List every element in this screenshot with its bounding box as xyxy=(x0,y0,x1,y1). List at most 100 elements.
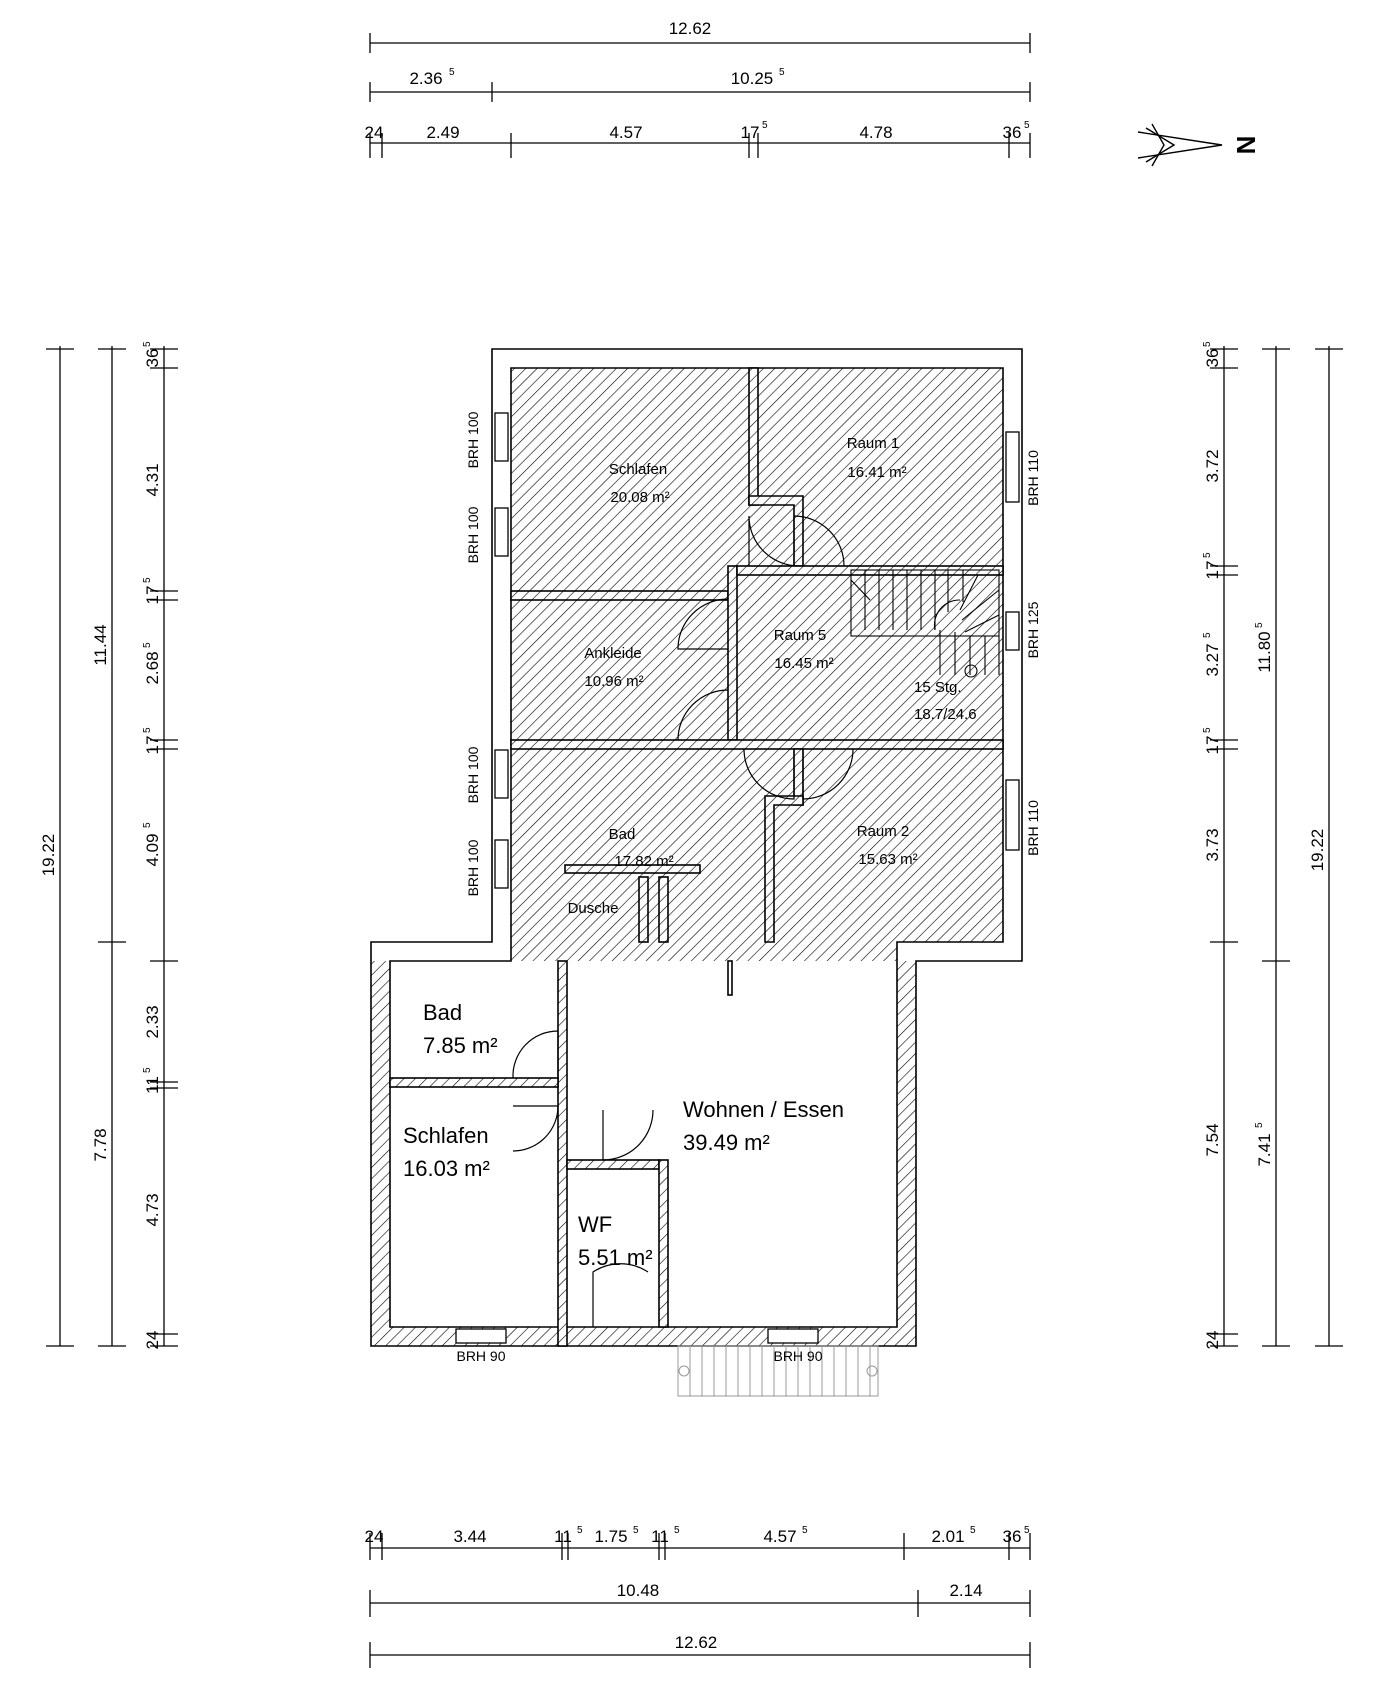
right-mid-dim-11-80-sup: 5 xyxy=(1254,622,1265,628)
room-raum1-name: Raum 1 xyxy=(847,435,900,452)
left-outer-dim: 19.22 xyxy=(39,834,58,877)
bottom-dim-11-a: 11 xyxy=(554,1527,572,1546)
room-wohnen-name: Wohnen / Essen xyxy=(683,1097,844,1122)
left-dim-4-73: 4.73 xyxy=(143,1193,162,1226)
room-wf-name: WF xyxy=(578,1212,612,1237)
left-dim-11-sup: 5 xyxy=(142,1067,153,1073)
exterior-steps xyxy=(677,1345,879,1397)
left-dim-24: 24 xyxy=(143,1331,162,1350)
room-raum5-area: 16.45 m² xyxy=(774,655,833,672)
right-dim-17-a: 17 xyxy=(1203,561,1222,580)
window-label-brh100-1: BRH 100 xyxy=(465,411,481,468)
bottom-dim-24: 24 xyxy=(365,1527,384,1546)
stairs-ratio: 18.7/24.6 xyxy=(914,706,977,723)
window-label-brh90-1: BRH 90 xyxy=(456,1348,505,1364)
room-schlafen-lower-area: 16.03 m² xyxy=(403,1156,490,1181)
right-dim-36-sup: 5 xyxy=(1202,341,1213,347)
left-mid-dim-7-78: 7.78 xyxy=(91,1128,110,1161)
bottom-dim-4-57-sup: 5 xyxy=(802,1525,808,1536)
bottom-dim-2-01-sup: 5 xyxy=(970,1525,976,1536)
room-wf-area: 5.51 m² xyxy=(578,1245,653,1270)
left-dim-36-sup: 5 xyxy=(142,341,153,347)
left-dim-11: 11 xyxy=(143,1076,162,1094)
bottom-dim-1-75-sup: 5 xyxy=(633,1525,639,1536)
right-dim-3-27: 3.27 xyxy=(1203,643,1222,676)
window-label-brh110-2: BRH 110 xyxy=(1025,800,1041,856)
right-dim-3-73: 3.73 xyxy=(1203,828,1222,861)
left-dim-2-68: 2.68 xyxy=(143,651,162,684)
bottom-dim-3-44: 3.44 xyxy=(453,1527,486,1546)
bottom-dim-36: 36 xyxy=(1003,1527,1022,1546)
windows xyxy=(455,412,1020,1344)
bottom-overall-dim: 12.62 xyxy=(675,1633,718,1652)
top-dim-24: 24 xyxy=(365,123,384,142)
left-dim-4-09-sup: 5 xyxy=(142,822,153,828)
window-label-brh100-4: BRH 100 xyxy=(465,839,481,896)
bottom-dim-1-75: 1.75 xyxy=(594,1527,627,1546)
room-schlafen-upper-name: Schlafen xyxy=(609,461,667,478)
bottom-dim-10-48: 10.48 xyxy=(617,1581,660,1600)
room-schlafen-lower-name: Schlafen xyxy=(403,1123,489,1148)
right-mid-dim-7-41: 7.41 xyxy=(1255,1133,1274,1166)
room-raum5-name: Raum 5 xyxy=(774,627,827,644)
window-label-brh110-1: BRH 110 xyxy=(1025,450,1041,506)
top-dim-2-36: 2.36 xyxy=(409,69,442,88)
right-dim-7-54: 7.54 xyxy=(1203,1123,1222,1156)
bottom-dim-11-b-sup: 5 xyxy=(674,1525,680,1536)
left-mid-dim-11-44: 11.44 xyxy=(91,624,110,665)
room-bad-upper-name: Bad xyxy=(609,826,636,843)
right-dim-17-b: 17 xyxy=(1203,736,1222,755)
right-dim-17-b-sup: 5 xyxy=(1202,727,1213,733)
room-raum2-area: 15.63 m² xyxy=(858,851,917,868)
top-dim-2-49: 2.49 xyxy=(426,123,459,142)
right-dimensions xyxy=(1210,346,1343,1347)
doors xyxy=(512,515,854,1327)
right-dim-3-27-sup: 5 xyxy=(1202,632,1213,638)
top-overall-dim: 12.62 xyxy=(669,19,712,38)
left-dim-17-b: 17 xyxy=(143,736,162,755)
room-schlafen-upper-area: 20.08 m² xyxy=(610,489,669,506)
top-dim-4-78: 4.78 xyxy=(859,123,892,142)
bottom-dim-11-b: 11 xyxy=(651,1527,669,1546)
top-dim-2-36-sup: 5 xyxy=(449,67,455,78)
right-dim-3-72: 3.72 xyxy=(1203,449,1222,482)
top-dimensions xyxy=(369,33,1031,158)
window-label-brh100-3: BRH 100 xyxy=(465,746,481,803)
top-dim-10-25-sup: 5 xyxy=(779,67,785,78)
north-arrow-icon xyxy=(1137,123,1223,167)
bottom-dim-36-sup: 5 xyxy=(1024,1525,1030,1536)
bottom-dim-11-a-sup: 5 xyxy=(577,1525,583,1536)
right-dim-17-a-sup: 5 xyxy=(1202,552,1213,558)
right-dim-24: 24 xyxy=(1203,1331,1222,1350)
room-raum2-name: Raum 2 xyxy=(857,823,910,840)
left-dim-4-09: 4.09 xyxy=(143,833,162,866)
top-dim-17-sup: 5 xyxy=(762,120,768,131)
window-label-brh125: BRH 125 xyxy=(1025,601,1041,658)
top-dim-36: 36 xyxy=(1003,123,1022,142)
bottom-dim-2-01: 2.01 xyxy=(931,1527,964,1546)
room-wohnen-area: 39.49 m² xyxy=(683,1130,770,1155)
stairs-steps: 15 Stg. xyxy=(914,679,962,696)
left-dim-2-33: 2.33 xyxy=(143,1005,162,1038)
left-dim-36: 36 xyxy=(143,349,162,368)
left-dim-4-31: 4.31 xyxy=(143,463,162,496)
room-ankleide-name: Ankleide xyxy=(584,645,642,662)
top-dim-4-57: 4.57 xyxy=(609,123,642,142)
window-label-brh90-2: BRH 90 xyxy=(773,1348,822,1364)
right-outer-dim: 19.22 xyxy=(1308,829,1327,872)
left-dim-2-68-sup: 5 xyxy=(142,642,153,648)
left-dim-17-b-sup: 5 xyxy=(142,727,153,733)
bottom-dim-2-14: 2.14 xyxy=(949,1581,982,1600)
bottom-dim-4-57: 4.57 xyxy=(763,1527,796,1546)
room-bad-lower-name: Bad xyxy=(423,1000,462,1025)
room-bad-upper-shower: Dusche xyxy=(568,900,619,917)
north-label: N xyxy=(1231,136,1261,155)
room-raum1-area: 16.41 m² xyxy=(847,464,906,481)
right-dim-36: 36 xyxy=(1203,349,1222,368)
right-mid-dim-7-41-sup: 5 xyxy=(1254,1122,1265,1128)
bottom-dimensions xyxy=(369,1533,1031,1668)
top-dim-17: 17 xyxy=(741,123,760,142)
left-dim-17-a: 17 xyxy=(143,586,162,605)
right-mid-dim-11-80: 11.80 xyxy=(1255,631,1274,672)
